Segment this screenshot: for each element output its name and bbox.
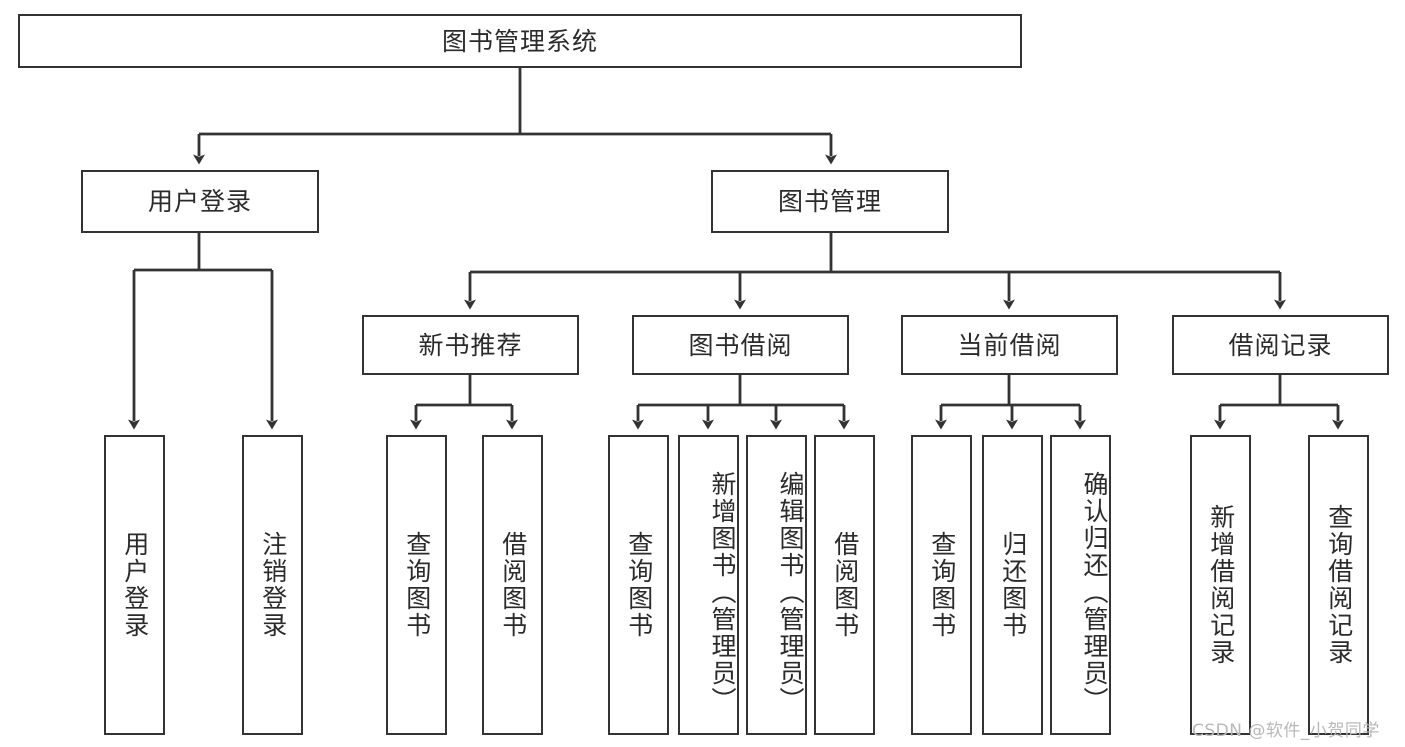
- leaf-label: 新增借阅记录: [1206, 504, 1236, 666]
- node-user-login[interactable]: 用户登录: [81, 170, 319, 233]
- leaf-borrow-book-recommend[interactable]: 借阅图书: [482, 435, 543, 735]
- leaf-return-book[interactable]: 归还图书: [982, 435, 1043, 735]
- node-book-management-label: 图书管理: [777, 187, 882, 216]
- leaf-query-book-current[interactable]: 查询图书: [911, 435, 972, 735]
- leaf-label: 借阅图书: [498, 531, 528, 639]
- csdn-watermark-text: CSDN @软件_小贺同学: [1192, 721, 1380, 741]
- leaf-confirm-return-admin[interactable]: 确认归还（管理员）: [1050, 435, 1111, 735]
- leaf-label: 确认归还（管理员）: [1080, 470, 1109, 714]
- leaf-label: 借阅图书: [830, 531, 860, 639]
- node-new-book-recommend[interactable]: 新书推荐: [362, 315, 579, 375]
- node-book-borrow-label: 图书借阅: [688, 330, 793, 360]
- node-borrow-record[interactable]: 借阅记录: [1172, 315, 1389, 375]
- node-new-book-recommend-label: 新书推荐: [418, 330, 523, 360]
- node-current-borrow[interactable]: 当前借阅: [901, 315, 1118, 375]
- leaf-user-login[interactable]: 用户登录: [104, 435, 165, 735]
- leaf-label: 编辑图书（管理员）: [776, 470, 805, 714]
- node-current-borrow-label: 当前借阅: [957, 330, 1062, 360]
- node-book-borrow[interactable]: 图书借阅: [632, 315, 849, 375]
- leaf-query-borrow-record[interactable]: 查询借阅记录: [1308, 435, 1369, 735]
- leaf-edit-book-admin[interactable]: 编辑图书（管理员）: [746, 435, 807, 735]
- node-root-label: 图书管理系统: [441, 26, 598, 56]
- leaf-add-book-admin[interactable]: 新增图书（管理员）: [678, 435, 739, 735]
- leaf-label: 查询图书: [927, 531, 957, 639]
- leaf-query-book-borrow[interactable]: 查询图书: [608, 435, 669, 735]
- leaf-label: 查询图书: [402, 531, 432, 639]
- leaf-query-book-recommend[interactable]: 查询图书: [386, 435, 447, 735]
- leaf-label: 新增图书（管理员）: [708, 470, 737, 714]
- leaf-label: 查询借阅记录: [1324, 504, 1354, 666]
- leaf-borrow-book[interactable]: 借阅图书: [814, 435, 875, 735]
- node-borrow-record-label: 借阅记录: [1228, 330, 1333, 360]
- leaf-label: 用户登录: [120, 531, 150, 639]
- leaf-logout[interactable]: 注销登录: [242, 435, 303, 735]
- leaf-add-borrow-record[interactable]: 新增借阅记录: [1190, 435, 1251, 735]
- node-user-login-label: 用户登录: [147, 187, 252, 216]
- leaf-label: 查询图书: [624, 531, 654, 639]
- leaf-label: 归还图书: [998, 531, 1028, 639]
- leaf-label: 注销登录: [258, 531, 288, 639]
- node-root[interactable]: 图书管理系统: [18, 14, 1022, 68]
- csdn-watermark: CSDN @软件_小贺同学: [1192, 716, 1380, 741]
- node-book-management[interactable]: 图书管理: [711, 170, 949, 233]
